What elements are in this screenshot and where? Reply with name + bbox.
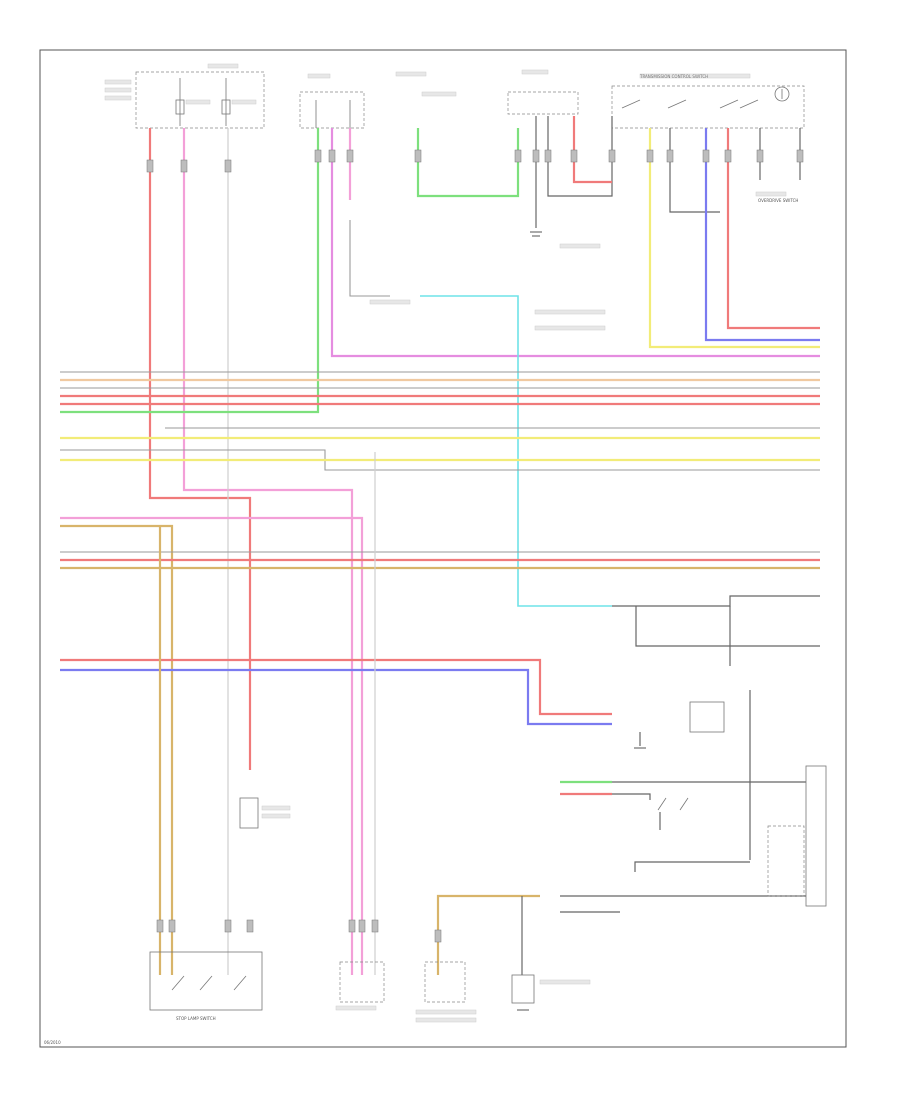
stop-lamp-switch-label: STOP LAMP SWITCH — [176, 1016, 216, 1021]
transmission-control-switch: TRANSMISSION CONTROL SWITCH — [611, 74, 805, 129]
bottom-ground-junction — [511, 974, 591, 1011]
fuse-relay-block — [135, 71, 265, 129]
wire-gray-junction-4 — [349, 220, 390, 297]
wire-red-fuse-1 — [148, 128, 252, 770]
wire-yellow-tcs — [648, 128, 820, 349]
overdrive-switch-label: OVERDRIVE SWITCH — [758, 198, 798, 203]
transmission-control-switch-label: TRANSMISSION CONTROL SWITCH — [639, 74, 708, 79]
wire-pink-fuse-2 — [182, 128, 354, 975]
overdrive-switch-bottom — [415, 961, 477, 1023]
overdrive-switch-block: OVERDRIVE SWITCH — [758, 198, 798, 203]
ecm-connector-bottom — [335, 961, 385, 1011]
right-lower-circuit — [560, 595, 827, 913]
wire-green-loop — [416, 128, 520, 198]
wire-red-tcs — [726, 128, 820, 330]
wire-cyan — [420, 295, 612, 607]
ground-symbol-ecm — [530, 231, 542, 237]
wire-gray-tcs — [669, 128, 720, 213]
top-labels — [104, 63, 787, 331]
horizontal-bus — [60, 371, 820, 975]
connector-markers — [146, 149, 804, 943]
wire-red-ecm — [572, 116, 612, 184]
wire-orange-bottom — [436, 894, 540, 975]
diagram-frame — [39, 49, 847, 1048]
page-code: 06/2010 — [44, 1040, 61, 1045]
wire-blue-tcs — [704, 128, 820, 342]
wire-green-junction-1 — [60, 128, 320, 414]
fuse-block-middle — [239, 797, 291, 829]
wire-ecm-2 — [547, 116, 613, 197]
stop-lamp-switch: STOP LAMP SWITCH — [149, 951, 263, 1021]
ecm-connector-top — [507, 91, 579, 115]
wire-magenta-junction-2 — [330, 128, 820, 358]
engine-room-junction — [299, 91, 365, 129]
